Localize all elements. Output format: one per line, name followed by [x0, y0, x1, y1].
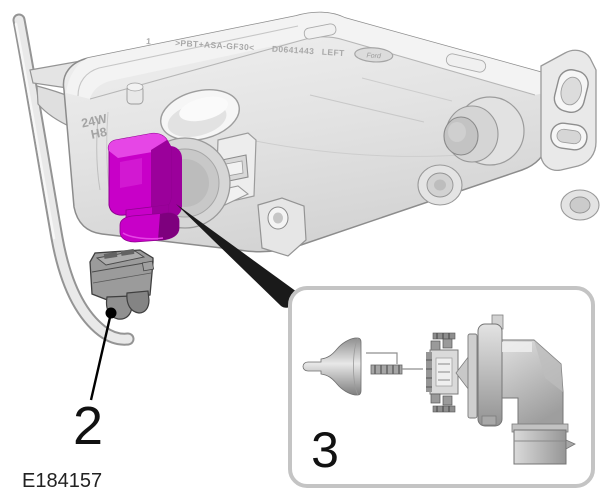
material-code-text: >PBT+ASA-GF30<	[175, 38, 255, 53]
leader-dot-2	[105, 307, 117, 319]
harness-connector	[89, 248, 155, 320]
ford-logo: Ford	[354, 47, 394, 63]
bracket-hole-lower	[550, 122, 588, 151]
inset-panel: 3	[288, 286, 595, 488]
part-number-text: D0641443	[272, 44, 315, 57]
bulb-spec-line2: H8	[90, 125, 109, 142]
mold-number-text: 1	[146, 36, 152, 46]
leader-line-2	[89, 312, 113, 401]
callout-2-label: 2	[73, 396, 103, 456]
bulb-filament	[366, 352, 423, 375]
side-bulb-boss	[443, 96, 525, 166]
bulb-spec-line1: 24W	[80, 111, 108, 130]
bulb-exploded-view	[302, 314, 576, 465]
lower-adjuster-boss	[417, 164, 463, 206]
bulb-glass	[302, 337, 362, 396]
ford-logo-text: Ford	[366, 52, 382, 60]
lower-mounting-tab	[257, 197, 307, 257]
bulb-base	[426, 332, 473, 413]
bulb-spec-text: 24W H8	[80, 111, 109, 142]
figure-code: E184157	[22, 470, 102, 492]
molding-text: 1 >PBT+ASA-GF30< D0641443 LEFT Ford	[146, 36, 394, 63]
bulb-holder-highlight	[107, 132, 182, 243]
mounting-bracket-right	[540, 49, 597, 172]
corner-boss	[560, 189, 600, 221]
wire-harness	[12, 13, 135, 346]
pointer-arrow	[176, 204, 297, 308]
bracket-hole-upper	[553, 69, 589, 113]
adjuster-recess	[160, 89, 240, 141]
callout-2: 2	[73, 307, 117, 456]
bulb-holder-side	[467, 314, 576, 465]
side-text: LEFT	[322, 47, 346, 58]
fog-lamp-housing: 1 >PBT+ASA-GF30< D0641443 LEFT Ford 24W …	[29, 11, 600, 257]
callout-3-label: 3	[311, 422, 339, 478]
